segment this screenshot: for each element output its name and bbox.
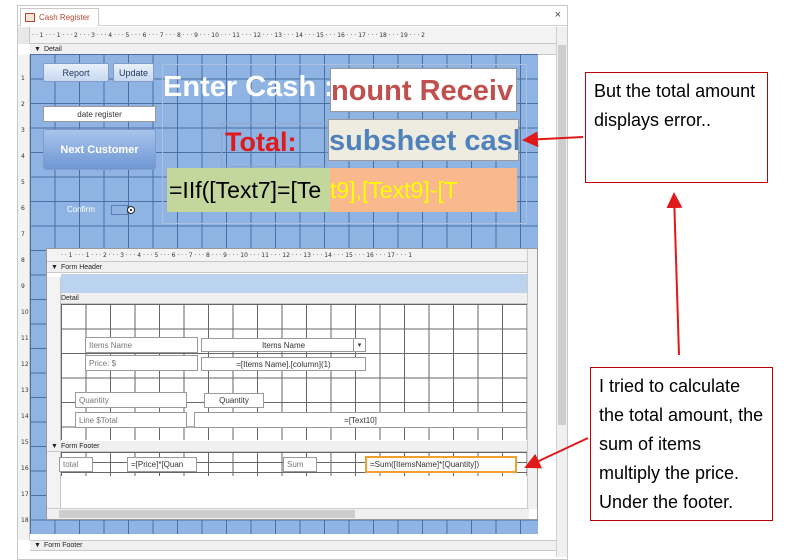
- update-button[interactable]: Update: [113, 63, 154, 82]
- date-register-field[interactable]: date register: [43, 106, 156, 122]
- section-arrow-icon: ▼: [34, 542, 41, 549]
- vertical-ruler: 1 2 3 4 5 6 7 8 9 10 11 12 13 14 15 16 1…: [18, 55, 30, 540]
- subform-control[interactable]: · · 1 · · · 1 · · · 2 · · · 3 · · · 4 · …: [46, 248, 538, 520]
- line-total-label: Line $Total: [75, 412, 187, 428]
- total-label-frame: [221, 123, 327, 167]
- scroll-thumb[interactable]: [558, 45, 566, 425]
- items-name-combo-text: Items Name: [261, 340, 306, 350]
- error-callout: But the total amount displays error..: [585, 72, 768, 183]
- footer-total-label: total: [59, 457, 93, 472]
- footer-sum-expression[interactable]: =Sum([ItemsName]*[Quantity]): [365, 456, 517, 473]
- text10-expression-field[interactable]: =[Text10]: [194, 412, 527, 428]
- ruler-corner: [18, 27, 30, 44]
- quantity-label: Quantity: [75, 392, 187, 408]
- form-footer-section-label: Form Footer: [43, 542, 83, 549]
- amount-received-textbox[interactable]: nount Receiv: [330, 68, 517, 112]
- explanation-callout: I tried to calculate the total amount, t…: [590, 367, 773, 521]
- subform-footer-label: Form Footer: [60, 442, 100, 450]
- enter-cash-label: Enter Cash :: [163, 71, 334, 103]
- footer-price-expression[interactable]: =[Price]*[Quan: [127, 457, 197, 472]
- radio-icon[interactable]: [127, 206, 135, 214]
- subform-form-header-label: Form Header: [60, 263, 103, 271]
- section-arrow-icon: ▼: [51, 442, 58, 450]
- subform-form-header-bar[interactable]: ▼ Form Header: [47, 262, 527, 273]
- iif-expression-right[interactable]: t9],[Text9]-[T: [330, 168, 517, 212]
- total-label: Total:: [225, 127, 297, 157]
- subform-ruler: · · 1 · · · 1 · · · 2 · · · 3 · · · 4 · …: [47, 249, 527, 262]
- subsheet-cash-textbox[interactable]: subsheet cash: [328, 119, 519, 161]
- next-customer-button[interactable]: Next Customer: [43, 129, 156, 170]
- horizontal-ruler: · · 1 · · · 1 · · · 2 · · · 3 · · · 4 · …: [30, 27, 556, 44]
- price-expression-field[interactable]: =[Items Name].[column](1): [201, 357, 366, 371]
- subform-detail-label: Detail: [60, 294, 79, 302]
- subform-vertical-scrollbar[interactable]: [527, 249, 537, 509]
- items-name-combobox[interactable]: Items Name ▾: [201, 338, 366, 352]
- form-footer-section-bar[interactable]: ▼ Form Footer: [30, 540, 556, 551]
- form-header-area[interactable]: [61, 274, 527, 293]
- vertical-scrollbar[interactable]: [556, 27, 567, 557]
- section-arrow-icon: ▼: [34, 45, 41, 53]
- quantity-field[interactable]: Quantity: [204, 393, 264, 408]
- confirm-label: Confirm: [67, 205, 96, 214]
- iif-expression-left[interactable]: =IIf([Text7]=[Te: [167, 168, 330, 212]
- arrow-to-sum-field: [524, 437, 589, 469]
- price-label: Price: $: [85, 355, 198, 371]
- subform-scroll-thumb[interactable]: [59, 510, 355, 518]
- close-icon[interactable]: ×: [554, 9, 561, 21]
- detail-section-label: Detail: [43, 45, 62, 53]
- arrow-up-to-callout: [666, 192, 683, 356]
- tab-cash-register[interactable]: Cash Register: [20, 8, 99, 26]
- radio-dot: [130, 209, 132, 211]
- footer-sum-label: Sum: [283, 457, 317, 472]
- chevron-down-icon[interactable]: ▾: [353, 339, 365, 351]
- document-tab-bar: Cash Register ×: [18, 6, 567, 26]
- arrow-to-subsheet: [522, 131, 584, 148]
- subform-footer-bar[interactable]: ▼ Form Footer: [47, 441, 527, 452]
- form-icon: [25, 13, 35, 22]
- subform-horizontal-scrollbar[interactable]: [47, 508, 529, 519]
- tab-title: Cash Register: [39, 13, 90, 22]
- report-button[interactable]: Report: [43, 63, 109, 82]
- section-arrow-icon: ▼: [51, 263, 58, 271]
- items-name-label: Items Name: [85, 337, 198, 353]
